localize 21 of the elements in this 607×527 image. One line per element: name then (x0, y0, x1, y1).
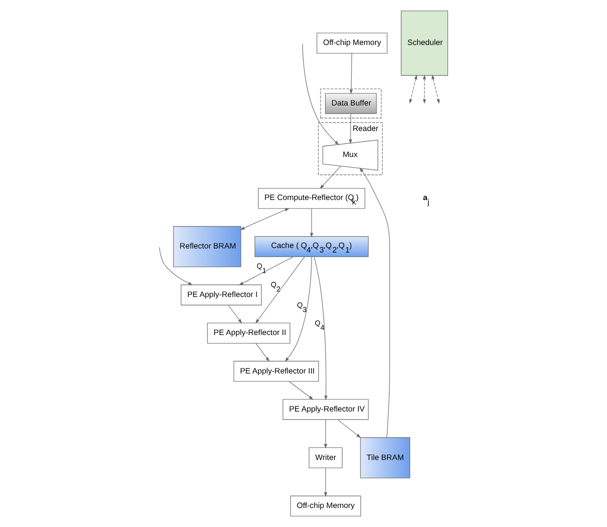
arrow (432, 74, 440, 104)
arrow (324, 420, 328, 448)
arrow (310, 208, 314, 238)
arrow (302, 43, 339, 146)
arrow (288, 381, 314, 400)
arrow (338, 419, 361, 438)
arrow (350, 53, 353, 94)
arrow (159, 246, 193, 286)
arrow (238, 256, 294, 286)
arrow (324, 468, 328, 497)
arrow (409, 74, 418, 104)
arrow (284, 256, 312, 362)
arrow (240, 208, 290, 230)
arrow (228, 304, 242, 324)
arrow (255, 256, 305, 324)
arrow (320, 166, 342, 189)
arrow (256, 343, 270, 362)
arrow (360, 168, 390, 438)
arrow (348, 114, 352, 144)
arrow (314, 256, 328, 400)
arrow (422, 74, 426, 104)
